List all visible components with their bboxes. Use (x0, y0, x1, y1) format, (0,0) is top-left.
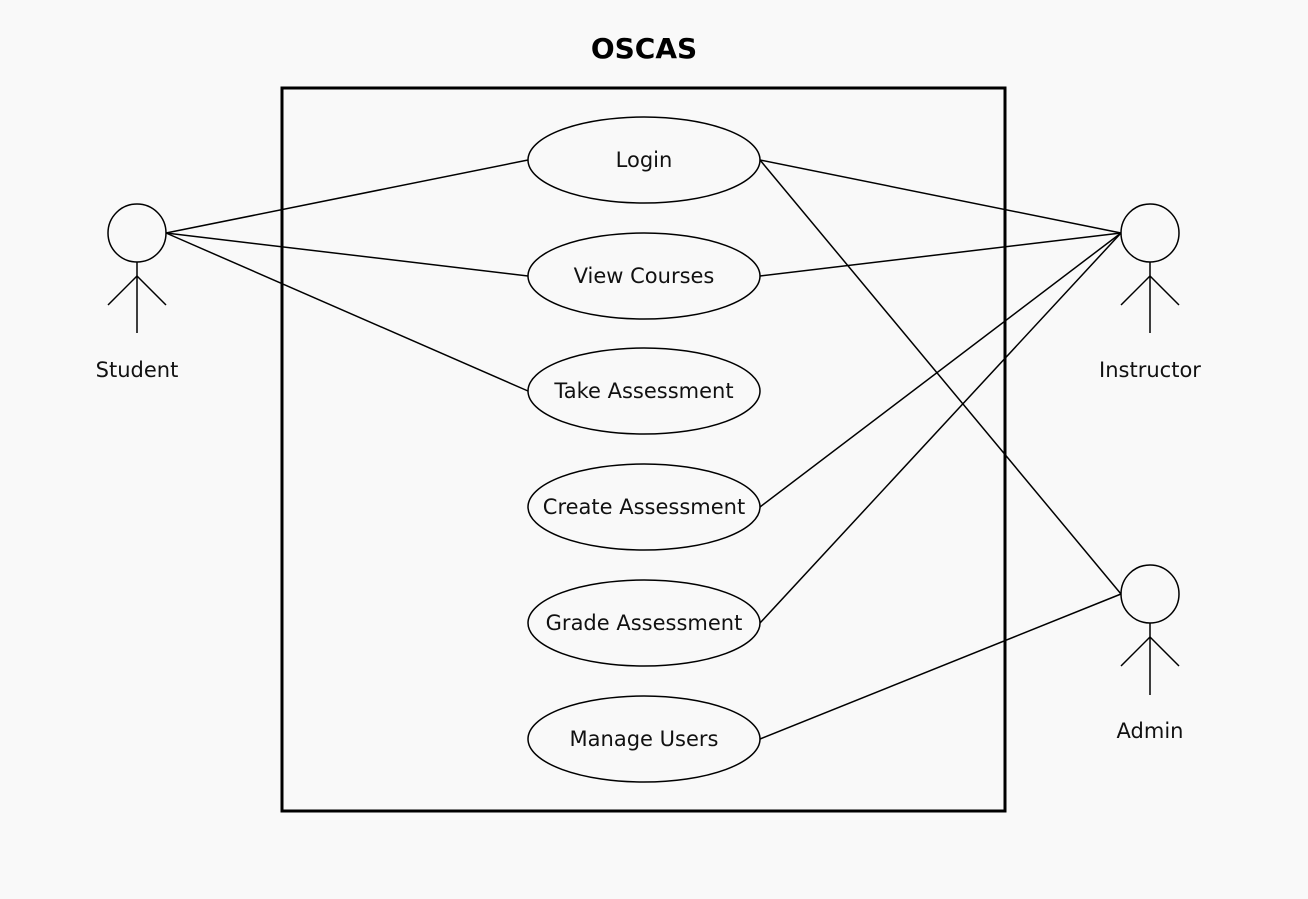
use-case-label: Take Assessment (553, 379, 733, 403)
association-instructor-login (759, 159, 1122, 234)
association-admin-login (759, 159, 1122, 595)
use-case-grade-assessment: Grade Assessment (527, 579, 761, 667)
actor-head (1120, 564, 1180, 624)
association-instructor-create-assessment (759, 232, 1122, 508)
diagram-title: OSCAS (591, 32, 697, 65)
use-case-label: Login (616, 148, 673, 172)
use-case-ellipse (527, 116, 761, 204)
actor-admin: Admin (1117, 564, 1184, 743)
association-instructor-grade-assessment (759, 232, 1122, 624)
use-case-label: Grade Assessment (546, 611, 743, 635)
association-instructor-view-courses (759, 232, 1122, 277)
actor-head (107, 203, 167, 263)
use-case-ellipse (527, 347, 761, 435)
actor-right-leg (1149, 275, 1180, 306)
use-case-login: Login (527, 116, 761, 204)
use-case-take-assessment: Take Assessment (527, 347, 761, 435)
association-student-login (165, 159, 529, 234)
actor-left-leg (107, 275, 138, 306)
system-boundary (280, 86, 1007, 813)
association-lines (165, 159, 1122, 740)
actor-label: Instructor (1099, 358, 1201, 382)
use-case-label: Manage Users (570, 727, 719, 751)
association-student-take-assessment (165, 232, 529, 392)
use-case-ellipse (527, 463, 761, 551)
use-case-ellipse (527, 695, 761, 783)
actor-left-leg (1120, 275, 1151, 306)
association-student-view-courses (165, 232, 529, 277)
actor-head (1120, 203, 1180, 263)
actor-right-leg (136, 275, 167, 306)
actor-instructor: Instructor (1099, 203, 1201, 382)
actor-student: Student (96, 203, 179, 382)
actor-label: Student (96, 358, 179, 382)
use-case-ellipse (527, 232, 761, 320)
use-case-label: Create Assessment (543, 495, 745, 519)
use-case-manage-users: Manage Users (527, 695, 761, 783)
actor-label: Admin (1117, 719, 1184, 743)
use-case-view-courses: View Courses (527, 232, 761, 320)
use-case-label: View Courses (574, 264, 715, 288)
actor-right-leg (1149, 636, 1180, 667)
actor-left-leg (1120, 636, 1151, 667)
association-admin-manage-users (759, 593, 1122, 740)
use-case-ellipse (527, 579, 761, 667)
use-case-create-assessment: Create Assessment (527, 463, 761, 551)
